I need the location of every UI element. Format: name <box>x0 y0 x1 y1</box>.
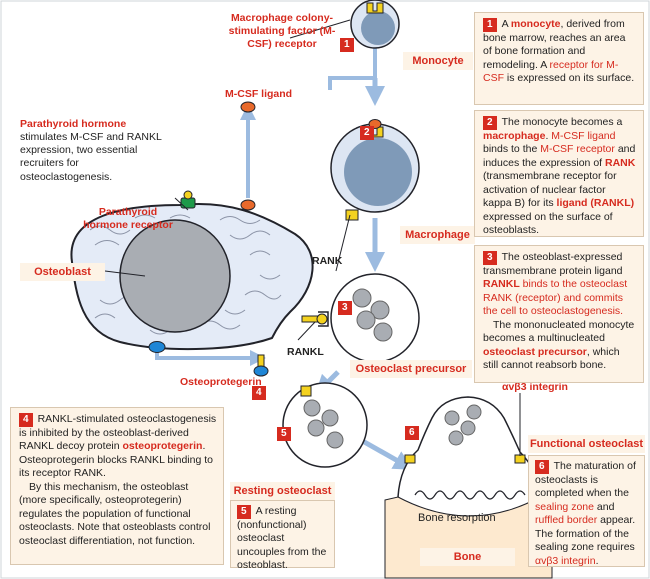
osteoclast-precursor-cell <box>330 273 420 363</box>
step-6-number: 6 <box>535 460 549 474</box>
osteoblast-nucleus <box>119 219 231 333</box>
pth-icon <box>183 190 193 200</box>
label-rankl: RANKL <box>287 346 324 358</box>
step-4-text-1: RANKL-stimulated osteoclastogenesis is i… <box>19 413 217 453</box>
label-bone: Bone <box>420 548 515 566</box>
step-6-text-3: appear. The formation of the sealing zon… <box>535 514 636 554</box>
step-6-integrin: αvβ3 integrin <box>535 554 596 567</box>
step-3-precursor: osteoclast precursor <box>483 345 587 358</box>
leader-osteoblast <box>104 270 146 277</box>
step-2-text-5: (transmembrane receptor for activation o… <box>483 170 617 210</box>
label-rank: RANK <box>312 255 343 267</box>
rank-receptor-icon <box>345 209 359 221</box>
integrin-right-icon <box>514 454 526 464</box>
step-2-macrophage: macrophage <box>483 130 546 142</box>
macrophage-cell <box>330 119 420 221</box>
step-2-text-4: and induces the expression of <box>483 143 636 169</box>
label-pth-receptor: Parathyroid hormone receptor <box>83 206 173 232</box>
leader-pth-receptor <box>174 197 189 211</box>
step-3-rankl: RANKL <box>483 278 520 291</box>
step-6-text-1: The maturation of osteoclasts is complet… <box>535 460 636 500</box>
rankl-opg-complex-icon <box>253 354 269 377</box>
step-3-number: 3 <box>483 251 497 265</box>
arrow-m-csf-receptor <box>328 42 377 90</box>
step-3-paragraph-2: The mononucleated monocyte becomes a mul… <box>483 319 637 373</box>
pth-desc-text: stimulates M-CSF and RANKL expression, t… <box>20 131 162 183</box>
marker-4: 4 <box>252 386 266 400</box>
step-5-text: A resting (nonfunctional) osteoclast unc… <box>237 505 327 572</box>
label-mcsf-receptor: Macrophage colony-stimulating factor (M-… <box>228 12 336 51</box>
step-2-number: 2 <box>483 116 497 130</box>
step-4-paragraph-2: By this mechanism, the osteoblast (more … <box>19 480 211 547</box>
marker-5: 5 <box>277 427 291 441</box>
step-4-osteoprotegerin: osteoprotegerin <box>122 440 203 453</box>
step-2-rankl: ligand (RANKL) <box>556 197 635 210</box>
marker-1: 1 <box>340 38 354 52</box>
label-osteoclast-precursor: Osteoclast precursor <box>350 360 472 378</box>
mcsf-ligand-icon <box>240 101 256 113</box>
step-2-panel: 2 The monocyte becomes a macrophage. M-CS… <box>474 110 644 237</box>
monocyte-cell <box>350 0 400 49</box>
step-6-ruffled-border: ruffled border <box>535 514 598 527</box>
step-1-receptor: receptor for M-CSF <box>483 58 619 85</box>
step-2-rank: RANK <box>605 156 636 169</box>
step-6-sealing-zone: sealing zone <box>535 500 594 513</box>
step-6-text-4: . <box>595 554 599 567</box>
step-1-monocyte: monocyte <box>510 18 561 30</box>
marker-3: 3 <box>338 301 352 315</box>
step-3-text-1: The osteoblast-expressed transmembrane p… <box>483 251 623 277</box>
step-3-binding: binds to the osteoclast RANK (receptor) … <box>483 278 628 318</box>
label-resting-osteoclast: Resting osteoclast <box>230 482 335 500</box>
leader-mcsf-receptor <box>289 19 351 39</box>
functional-osteoclast-cell <box>397 396 541 523</box>
label-osteoprotegerin: Osteoprotegerin <box>180 376 262 388</box>
step-2-mcsf-receptor: M-CSF receptor <box>540 143 615 156</box>
osteoprotegerin-icon <box>148 341 166 353</box>
label-integrin: αvβ3 integrin <box>502 381 568 393</box>
mcsf-on-osteoblast-icon <box>240 199 256 211</box>
ruffled-border <box>414 490 526 500</box>
label-pth: Parathyroid hormone <box>20 118 127 130</box>
label-monocyte: Monocyte <box>403 52 473 70</box>
rankl-rank-binding-icon <box>301 311 329 327</box>
step-3-text-2: The mononucleated monocyte becomes a mul… <box>483 318 635 345</box>
marker-2: 2 <box>360 126 374 140</box>
label-mcsf-ligand: M-CSF ligand <box>225 88 293 100</box>
step-2-text-3: binds to the <box>483 143 541 156</box>
step-2-mcsf-ligand: M-CSF ligand <box>551 130 616 142</box>
step-1-text-3: is expressed on its surface. <box>504 72 635 85</box>
step-4-number: 4 <box>19 413 33 427</box>
step-1-text-1: A <box>501 18 511 30</box>
resting-osteoclast-cell <box>282 382 368 468</box>
label-macrophage: Macrophage <box>400 226 475 244</box>
label-functional-osteoclast: Functional osteoclast <box>528 435 645 453</box>
leader-rank <box>335 214 351 272</box>
step-2-text-1: The monocyte becomes a <box>501 116 623 128</box>
step-2-text-6: expressed on the surface of osteoblasts. <box>483 210 613 237</box>
label-bone-resorption: Bone resorption <box>418 512 496 524</box>
mcsf-receptor-icon <box>366 2 384 14</box>
integrin-left-icon <box>404 454 416 464</box>
step-1-text-2: , derived from bone marrow, reaches an a… <box>483 18 626 71</box>
step-4-text-2: . Osteoprotegerin blocks RANKL binding t… <box>19 440 213 480</box>
step-2-text-2: . <box>545 130 552 142</box>
step-1-number: 1 <box>483 18 497 32</box>
label-osteoblast: Osteoblast <box>20 263 105 281</box>
marker-6: 6 <box>405 426 419 440</box>
step-3-text-3: , which still cannot reabsorb bone. <box>483 345 620 372</box>
step-6-text-2: and <box>593 500 615 513</box>
osteoblast-cell <box>70 203 314 351</box>
step-5-number: 5 <box>237 505 251 519</box>
leader-rankl <box>297 321 316 341</box>
pth-description: Parathyroid hormone stimulates M-CSF and… <box>20 118 170 184</box>
